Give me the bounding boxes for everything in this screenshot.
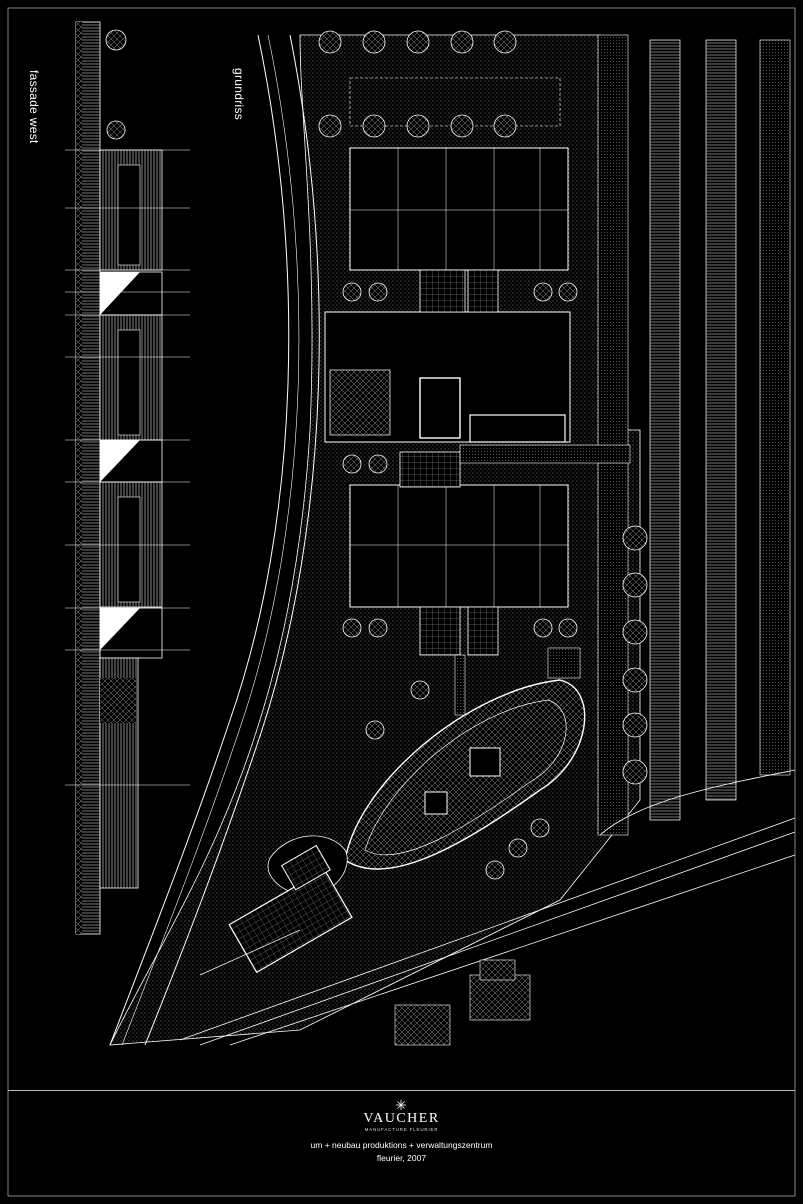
brand-name: VAUCHER (363, 1111, 440, 1126)
project-place-year: fleurier, 2007 (376, 1153, 427, 1163)
brand-subtitle: MANUFACTURE FLEURIER (364, 1127, 439, 1132)
administration-building-ellipse (344, 647, 586, 870)
site-plan (109, 30, 796, 1046)
brand-logo-star-icon (396, 1100, 406, 1110)
title-block: VAUCHER MANUFACTURE FLEURIER um + neubau… (8, 1090, 795, 1197)
project-title: um + neubau produktions + verwaltungszen… (310, 1140, 493, 1150)
facade-west-elevation (65, 21, 190, 935)
floor-plan-label: grundriss (232, 68, 246, 121)
facade-west-label: fassade west (27, 70, 41, 144)
